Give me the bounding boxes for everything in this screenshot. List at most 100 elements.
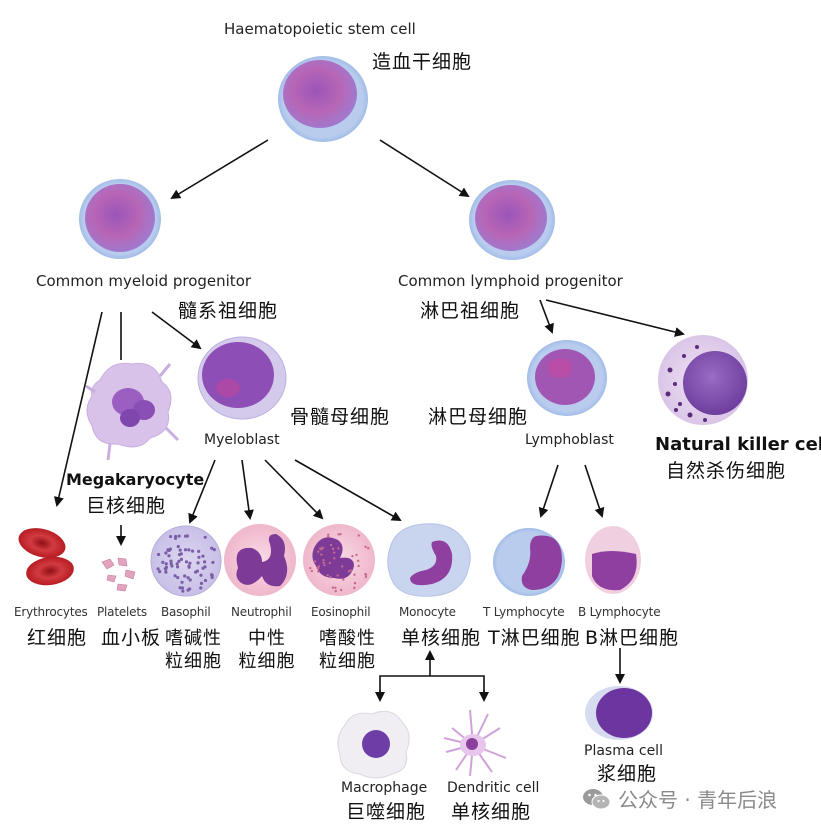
label-plasma-zh: 浆细胞 — [597, 763, 658, 785]
granule — [181, 589, 185, 593]
cell-natural-killer — [658, 335, 748, 425]
label-basophil-zh-line2: 粒细胞 — [165, 650, 222, 672]
granule — [353, 586, 356, 590]
label-nk-en: Natural killer cell — [655, 434, 821, 455]
granule — [323, 563, 326, 567]
granule — [169, 559, 173, 563]
granule — [177, 552, 182, 557]
granule — [202, 560, 207, 564]
cell-basophil — [150, 525, 222, 597]
cell-myeloblast — [197, 336, 287, 420]
granule — [156, 552, 161, 557]
arrow-clp-to-lymphoblast — [539, 299, 554, 334]
cell-cmp — [79, 179, 161, 259]
label-neutrophil-en: Neutrophil — [231, 605, 292, 619]
granule — [364, 573, 368, 576]
label-basophil-zh: 嗜碱性 粒细胞 — [165, 628, 222, 673]
cell-clp — [469, 180, 555, 260]
label-neutrophil-zh-line2: 粒细胞 — [238, 650, 296, 672]
granule — [331, 547, 335, 550]
granule — [331, 586, 335, 589]
label-clp-zh: 淋巴祖细胞 — [420, 300, 521, 322]
granule — [178, 586, 182, 590]
label-cmp-en: Common myeloid progenitor — [36, 272, 252, 290]
cell-dendritic — [443, 709, 507, 777]
arrow-lymphoblast-to-t — [538, 464, 559, 518]
granule — [347, 570, 351, 573]
granule — [168, 534, 173, 539]
label-erythrocytes-en: Erythrocytes — [14, 605, 88, 619]
cell-megakaryocyte — [85, 362, 180, 461]
label-megakaryocyte-en: Megakaryocyte — [66, 470, 205, 489]
label-megakaryocyte-zh: 巨核细胞 — [86, 495, 167, 517]
granule — [183, 548, 188, 552]
label-myeloblast-en: Myeloblast — [204, 432, 280, 448]
granule — [355, 553, 358, 557]
label-basophil-zh-line1: 嗜碱性 — [165, 628, 222, 649]
granule — [317, 565, 320, 568]
granule — [177, 559, 181, 563]
granule — [322, 558, 325, 562]
granule — [188, 561, 192, 565]
granule — [156, 567, 160, 571]
label-dendritic-zh: 单核细胞 — [451, 801, 532, 823]
granule — [164, 551, 168, 555]
label-t-lymphocyte-en: T Lymphocyte — [483, 605, 565, 619]
arrow-hsc-to-cmp — [170, 139, 269, 200]
granule — [180, 586, 185, 590]
label-b-lymphocyte-zh: B淋巴细胞 — [585, 627, 680, 649]
granule — [317, 570, 320, 573]
label-eosinophil-zh: 嗜酸性 粒细胞 — [319, 628, 376, 673]
granule — [351, 554, 354, 558]
label-hsc-zh: 造血干细胞 — [372, 51, 473, 73]
granule — [342, 578, 345, 581]
granule — [187, 564, 191, 568]
arrow-clp-to-nk — [545, 299, 685, 337]
granule — [201, 566, 205, 570]
cell-macrophage — [337, 710, 410, 779]
granule — [175, 562, 179, 566]
granule — [334, 586, 337, 589]
granule — [177, 534, 181, 538]
label-eosinophil-zh-line2: 粒细胞 — [319, 650, 376, 672]
branch-line-monocyte-derivatives — [379, 675, 485, 696]
granule — [333, 557, 336, 560]
granule — [337, 533, 340, 536]
cell-t-lymphocyte — [493, 528, 565, 596]
granule — [211, 560, 215, 565]
granule — [327, 533, 330, 536]
label-lymphoblast-en: Lymphoblast — [525, 432, 614, 448]
label-macrophage-zh: 巨噬细胞 — [346, 801, 427, 823]
granule — [173, 574, 177, 578]
granule — [367, 547, 370, 550]
label-platelets-en: Platelets — [97, 605, 147, 619]
granule — [349, 569, 353, 572]
granule — [188, 578, 192, 582]
arrow-myeloblast-to-neutrophil — [241, 459, 254, 520]
granule — [173, 534, 178, 539]
label-t-lymphocyte-zh: T淋巴细胞 — [488, 627, 581, 649]
granule — [339, 588, 343, 592]
granule — [197, 549, 201, 553]
granule — [326, 535, 330, 538]
wechat-icon — [583, 788, 611, 809]
granule — [187, 587, 192, 591]
granule — [186, 576, 190, 580]
label-monocyte-zh: 单核细胞 — [401, 627, 482, 649]
granule — [212, 548, 216, 552]
cell-hsc — [278, 56, 368, 142]
granule — [356, 559, 360, 563]
granule — [176, 575, 180, 580]
cell-monocyte — [387, 523, 471, 597]
granule — [178, 548, 182, 552]
label-basophil-en: Basophil — [161, 605, 211, 619]
granule — [364, 575, 368, 579]
granule — [317, 550, 320, 553]
granule — [183, 574, 187, 578]
granule — [322, 561, 325, 565]
label-eosinophil-zh-line1: 嗜酸性 — [319, 628, 376, 649]
granule — [357, 564, 360, 568]
cell-lymphoblast — [527, 340, 607, 416]
granule — [353, 581, 357, 585]
